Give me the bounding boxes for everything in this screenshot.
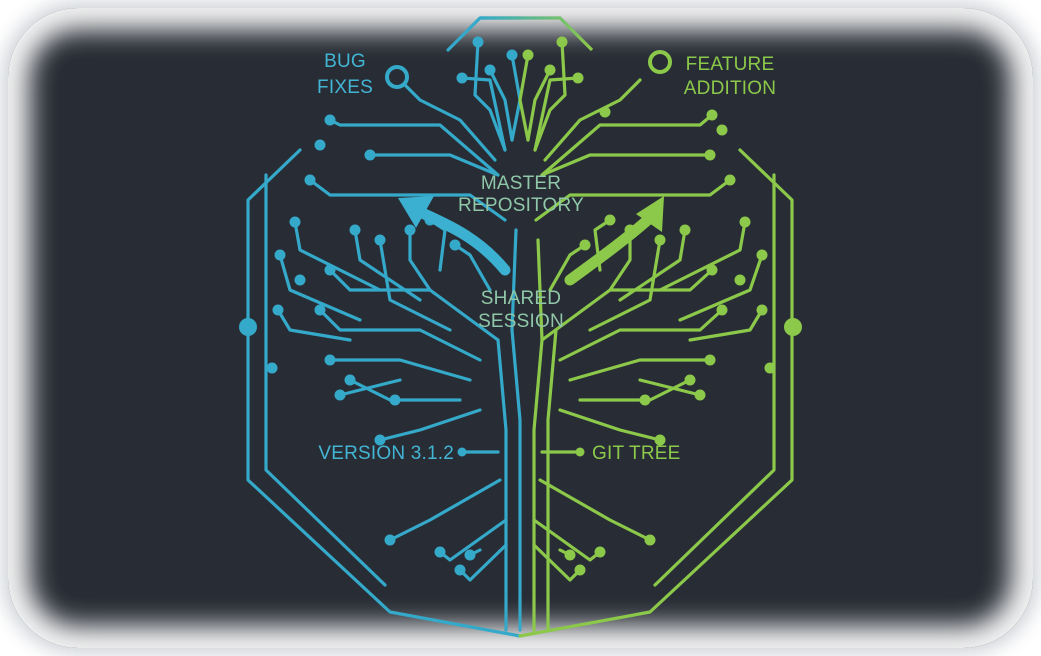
label-feature-2: ADDITION	[684, 78, 776, 99]
green-branches	[518, 40, 764, 582]
hex-frame	[246, 16, 794, 638]
blue-node-21	[384, 534, 396, 546]
blue-node-12	[449, 239, 461, 251]
feature-ring	[648, 50, 672, 74]
green-nodes	[522, 36, 776, 576]
blue-node-2	[324, 354, 336, 366]
green-node-18	[544, 64, 556, 76]
green-node-0	[706, 264, 718, 276]
green-node-17	[572, 72, 584, 84]
green-node-2	[704, 354, 716, 366]
merge-arrow-right	[564, 196, 664, 286]
blue-node-6	[289, 216, 301, 228]
green-node-16	[556, 36, 568, 48]
blue-node-19	[506, 49, 518, 61]
green-node-9	[694, 389, 706, 401]
left-node	[239, 318, 257, 336]
green-node-27	[639, 394, 651, 406]
blue-node-10	[404, 224, 416, 236]
bug-fixes-ring	[385, 65, 409, 89]
blue-nodes	[266, 36, 518, 576]
label-shared-1: SHARED	[481, 288, 561, 309]
blue-node-0	[324, 264, 336, 276]
green-node-8	[756, 304, 768, 316]
blue-node-7	[274, 249, 286, 261]
blue-node-15	[324, 114, 336, 126]
green-node-20	[654, 434, 666, 446]
label-bug-fixes-1: BUG	[324, 51, 366, 72]
green-node-4	[654, 234, 666, 246]
blue-node-18	[484, 64, 496, 76]
blue-node-17	[456, 72, 468, 84]
label-version: VERSION 3.1.2	[318, 443, 454, 464]
label-feature-1: FEATURE	[686, 54, 775, 75]
label-shared-2: SESSION	[478, 311, 564, 332]
blue-node-20	[374, 434, 386, 446]
green-node-19	[522, 49, 534, 61]
green-node-21	[644, 534, 656, 546]
green-node-29	[599, 106, 611, 118]
blue-node-26	[294, 274, 306, 286]
right-node	[784, 318, 802, 336]
label-master-1: MASTER	[481, 173, 561, 194]
green-node-6	[739, 216, 751, 228]
merge-arrow-left	[398, 196, 511, 276]
green-node-13	[724, 174, 736, 186]
blue-node-3	[344, 374, 356, 386]
green-node-28	[764, 362, 776, 374]
green-node-12	[579, 239, 591, 251]
green-node-23	[574, 564, 586, 576]
blue-node-27	[389, 394, 401, 406]
green-node-25	[716, 124, 728, 136]
blue-node-13	[304, 174, 316, 186]
blue-node-23	[454, 564, 466, 576]
green-node-5	[679, 224, 691, 236]
blue-node-4	[374, 234, 386, 246]
blue-node-16	[472, 36, 484, 48]
green-node-26	[734, 274, 746, 286]
blue-node-25	[314, 139, 326, 151]
blue-node-14	[364, 149, 376, 161]
label-bug-fixes-2: FIXES	[317, 77, 373, 98]
green-node-7	[756, 249, 768, 261]
green-node-11	[604, 214, 616, 226]
blue-node-28	[266, 362, 278, 374]
blue-node-9	[334, 389, 346, 401]
green-node-1	[716, 304, 728, 316]
blue-node-24	[464, 549, 476, 561]
green-node-15	[706, 109, 718, 121]
blue-node-5	[349, 224, 361, 236]
green-node-22	[594, 546, 606, 558]
green-node-24	[564, 549, 576, 561]
label-master-2: REPOSITORY	[458, 195, 584, 216]
label-git-tree: GIT TREE	[592, 443, 681, 464]
green-node-14	[704, 149, 716, 161]
blue-node-8	[272, 304, 284, 316]
blue-node-1	[314, 304, 326, 316]
green-node-3	[684, 374, 696, 386]
blue-node-22	[434, 546, 446, 558]
